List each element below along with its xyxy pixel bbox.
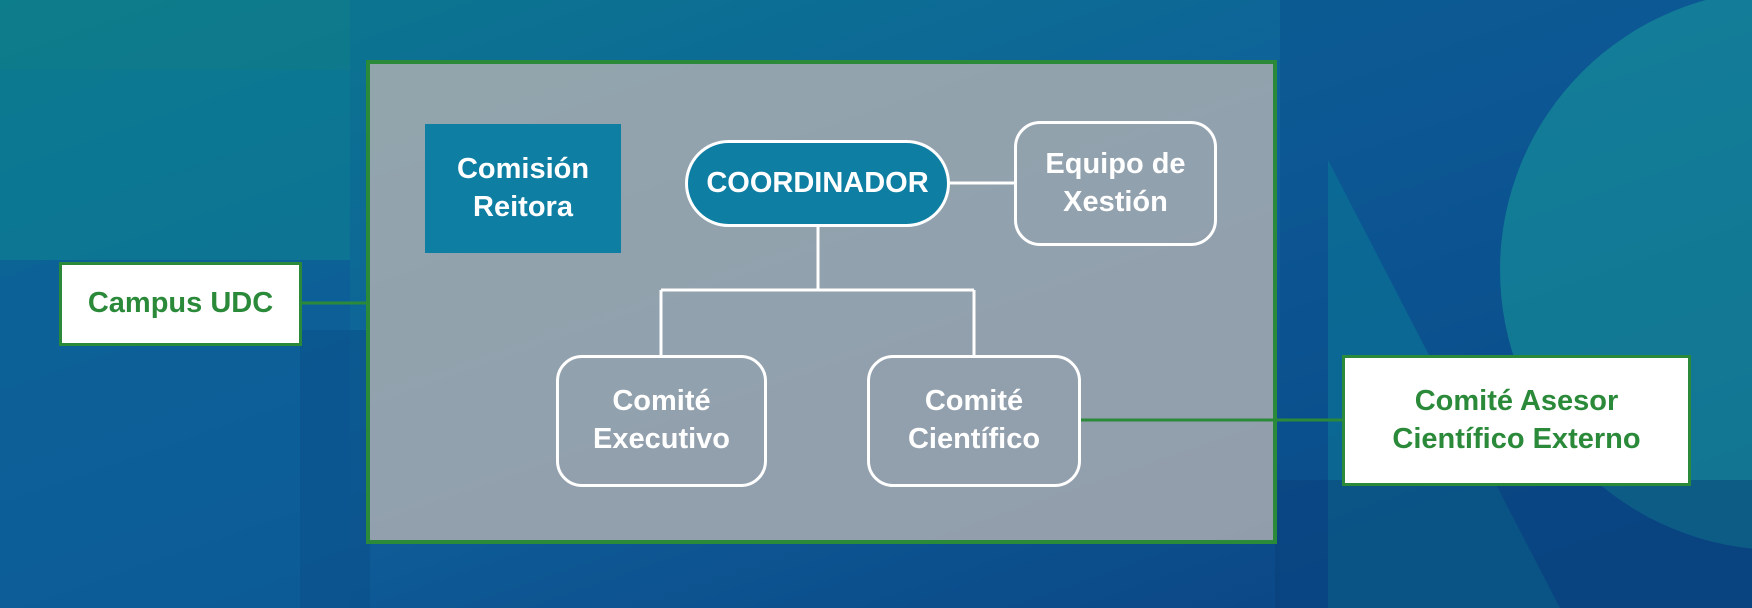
equipo-xestion-box: Equipo de Xestión: [1014, 121, 1217, 246]
comite-asesor-box: Comité Asesor Científico Externo: [1342, 355, 1691, 486]
coordinador-label: COORDINADOR: [706, 166, 929, 199]
comite-executivo-label: Comité Executivo: [593, 385, 730, 455]
comision-reitora-label: Comisión Reitora: [456, 152, 590, 223]
coordinador-box: COORDINADOR: [685, 140, 950, 227]
comite-asesor-label: Comité Asesor Científico Externo: [1392, 384, 1641, 455]
comite-cientifico-box: Comité Científico: [867, 355, 1081, 487]
campus-udc-label: Campus UDC: [87, 287, 274, 320]
equipo-xestion-label: Equipo de Xestión: [1045, 147, 1186, 218]
comision-reitora-box: Comisión Reitora: [425, 124, 621, 253]
campus-udc-box: Campus UDC: [59, 262, 302, 346]
comite-executivo-box: Comité Executivo: [556, 355, 767, 487]
comite-cientifico-label: Comité Científico: [907, 385, 1041, 455]
